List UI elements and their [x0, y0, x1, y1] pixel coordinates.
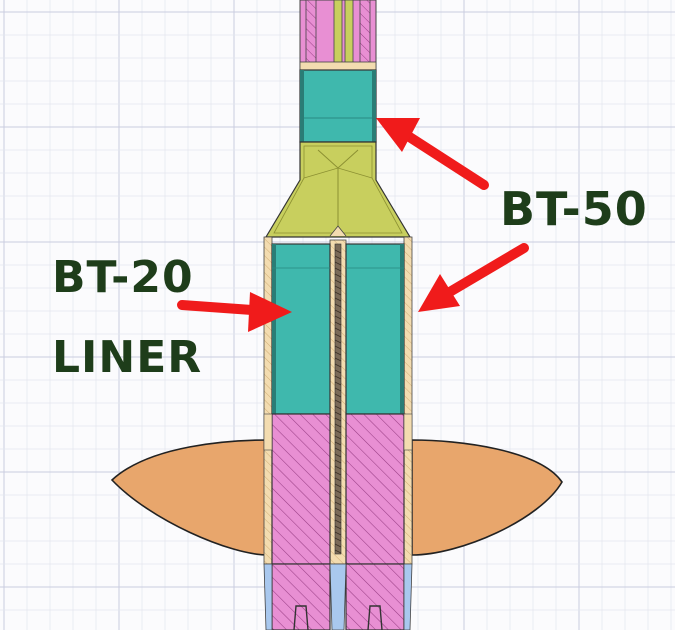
rod-thread	[334, 531, 342, 536]
fins	[110, 439, 563, 556]
rod-thread	[334, 429, 342, 434]
rod-thread	[334, 351, 342, 356]
rod-thread	[334, 315, 342, 320]
rod-thread	[334, 447, 342, 452]
rod-thread	[334, 357, 342, 362]
engine-nozzles	[263, 563, 413, 630]
arrow-bt50-lower	[418, 243, 529, 312]
rod-thread	[334, 393, 342, 398]
rod-thread	[334, 249, 342, 254]
rod-thread	[334, 501, 342, 506]
rod-thread	[334, 459, 342, 464]
center-rod	[334, 243, 342, 555]
bt50-label: BT-50	[500, 182, 648, 236]
rod-thread	[334, 333, 342, 338]
rod-thread	[334, 339, 342, 344]
arrow-bt50-upper	[376, 118, 489, 190]
rod-thread	[334, 261, 342, 266]
rod-thread	[334, 303, 342, 308]
rod-thread	[334, 369, 342, 374]
rod-thread	[334, 483, 342, 488]
rod-thread	[334, 291, 342, 296]
rod-thread	[334, 507, 342, 512]
rod-thread	[334, 525, 342, 530]
rod-thread	[334, 453, 342, 458]
rod-thread	[334, 363, 342, 368]
rod-thread	[334, 285, 342, 290]
rod-thread	[334, 513, 342, 518]
bt50-main-tube	[345, 243, 405, 415]
rod-thread	[334, 549, 342, 554]
rod-thread	[334, 381, 342, 386]
rod-thread	[334, 411, 342, 416]
rod-thread	[334, 255, 342, 260]
upper-tube	[299, 0, 377, 71]
rod-thread	[334, 489, 342, 494]
rod-thread	[334, 543, 342, 548]
rod-thread	[334, 321, 342, 326]
rod-thread	[334, 375, 342, 380]
rod-thread	[334, 465, 342, 470]
rod-thread	[334, 441, 342, 446]
rod-thread	[334, 417, 342, 422]
rod-thread	[334, 267, 342, 272]
rod-thread	[334, 387, 342, 392]
bt20-liner-tube	[271, 243, 331, 415]
rod-thread	[334, 297, 342, 302]
rod-thread	[334, 495, 342, 500]
rod-thread	[334, 399, 342, 404]
bt20-label: BT-20	[52, 252, 194, 303]
rod-thread	[334, 423, 342, 428]
rod-thread	[334, 471, 342, 476]
rod-thread	[334, 345, 342, 350]
liner-label: LINER	[52, 332, 202, 383]
rod-thread	[334, 537, 342, 542]
rod-thread	[334, 405, 342, 410]
motor-sections	[263, 413, 413, 565]
rod-thread	[334, 273, 342, 278]
transition-section	[264, 141, 412, 238]
rod-thread	[334, 279, 342, 284]
rod-thread	[334, 477, 342, 482]
rod-thread	[334, 435, 342, 440]
rod-thread	[334, 327, 342, 332]
callout-arrows	[177, 118, 529, 332]
rod-thread	[334, 519, 342, 524]
rod-thread	[334, 309, 342, 314]
bt50-upper-section	[299, 69, 377, 143]
arrow-bt20-liner	[177, 292, 292, 332]
